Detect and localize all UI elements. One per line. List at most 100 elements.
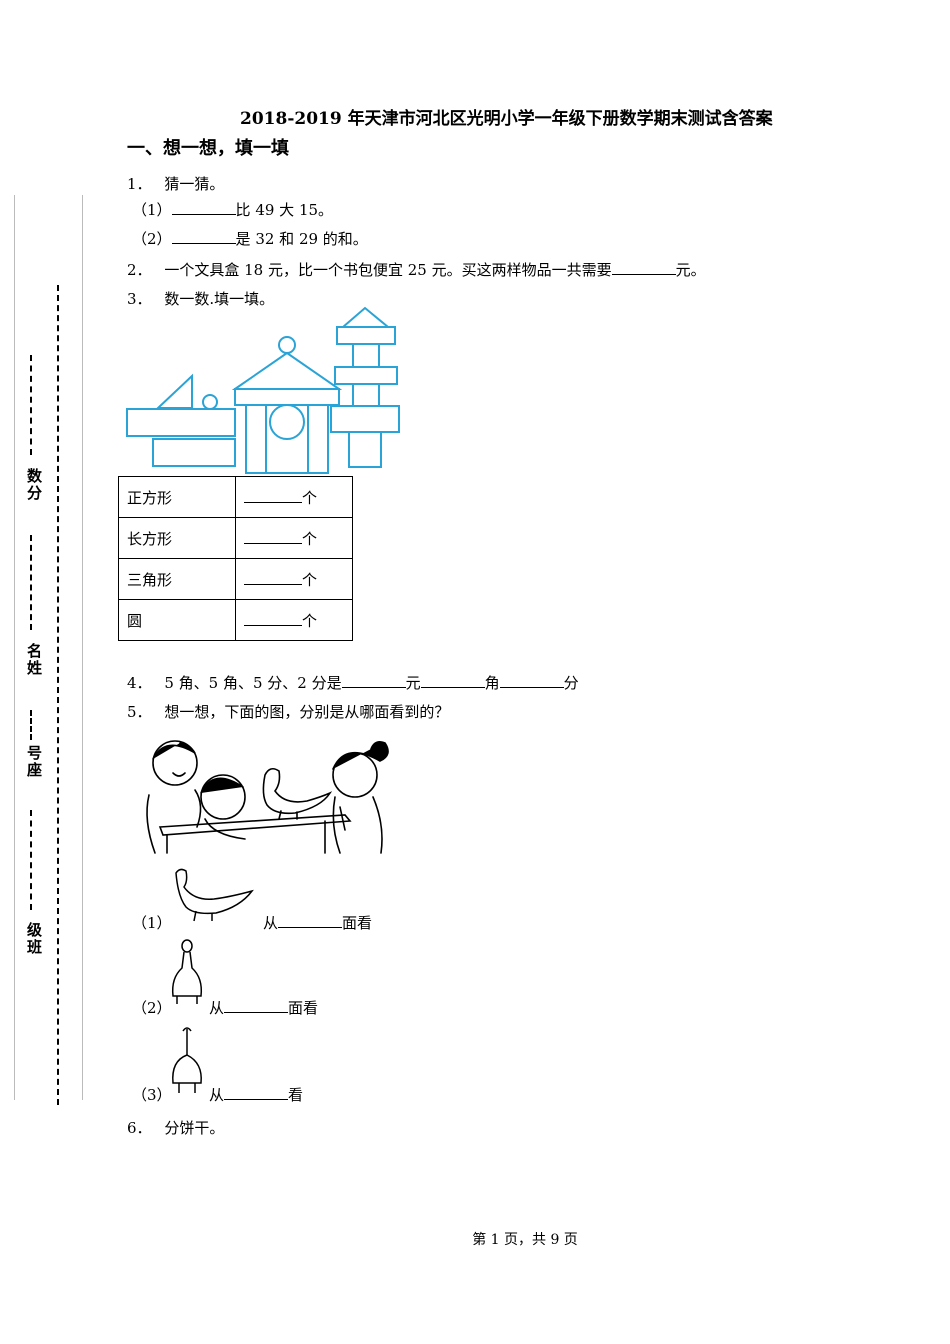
q5-number: 5． — [127, 703, 152, 721]
unit-label: 个 — [302, 529, 318, 548]
block-figure — [126, 306, 400, 474]
q1-sub2-label: （2） — [132, 230, 172, 248]
count-cell[interactable]: 个 — [235, 558, 353, 600]
binding-line — [82, 195, 83, 1100]
binding-dash — [30, 535, 32, 630]
girl-hair — [332, 741, 389, 770]
q3-number: 3． — [127, 290, 152, 308]
tower-square — [352, 343, 380, 368]
answer-blank[interactable] — [171, 200, 236, 215]
name-label: 名姓 — [25, 643, 43, 677]
q1-text: 猜一猜。 — [164, 175, 225, 193]
boy-mid-body — [204, 818, 246, 840]
count-cell[interactable]: 个 — [235, 599, 353, 641]
boy-mid-head — [200, 774, 246, 820]
dinosaur-back-view — [172, 1027, 202, 1093]
boy-left-head — [152, 740, 198, 786]
house-left-pillar — [245, 404, 267, 474]
view1-label: （1） — [132, 914, 172, 932]
section-heading: 一、想一想，填一填 — [127, 138, 289, 159]
shape-name: 长方形 — [118, 517, 236, 559]
answer-blank[interactable] — [611, 260, 676, 275]
binding-dash — [30, 355, 32, 455]
shape-name: 圆 — [118, 599, 236, 641]
page-footer: 第 1 页，共 9 页 — [472, 1232, 578, 1248]
binding-dash — [30, 710, 32, 740]
unit-label: 个 — [302, 570, 318, 589]
answer-blank[interactable] — [224, 1085, 289, 1100]
boy-left-body — [146, 789, 202, 854]
children-dinosaur-illustration — [146, 740, 389, 854]
boy-left-hair — [152, 742, 196, 760]
girl-arm — [339, 806, 346, 831]
tower-top-rect — [336, 326, 396, 345]
q4-text: 5 角、5 角、5 分、2 分是 — [164, 674, 342, 692]
q5-view2-answer: 从 面看 — [209, 997, 318, 1018]
answer-blank[interactable] — [244, 611, 302, 626]
q5-view3-answer: 从看 — [209, 1084, 303, 1105]
dinosaur-front-view — [171, 939, 203, 1004]
left-bottom-rect — [152, 438, 236, 467]
q2-unit: 元。 — [675, 261, 706, 279]
unit-fen: 分 — [563, 674, 579, 692]
from-text: 从 — [209, 999, 225, 1017]
answer-blank[interactable] — [278, 913, 343, 928]
table-row: 长方形 个 — [118, 517, 353, 559]
view-suffix: 看 — [288, 1086, 304, 1104]
table-row: 圆 个 — [118, 599, 353, 641]
q1-sub1: （1）比 49 大 15。 — [132, 199, 333, 220]
q5-view3: （3） — [132, 1084, 172, 1105]
tower-base — [348, 431, 382, 468]
view-suffix: 面看 — [342, 914, 373, 932]
unit-label: 个 — [302, 488, 318, 507]
small-circle — [202, 394, 218, 410]
q1-sub1-label: （1） — [132, 201, 172, 219]
from-text: 从 — [263, 914, 279, 932]
binding-dash — [30, 810, 32, 910]
answer-blank[interactable] — [499, 673, 564, 688]
q2-text: 一个文具盒 18 元，比一个书包便宜 25 元。买这两样物品一共需要 — [164, 261, 612, 279]
tower-triangle — [340, 306, 391, 328]
answer-blank[interactable] — [244, 529, 302, 544]
answer-blank[interactable] — [244, 570, 302, 585]
table-row: 正方形 个 — [118, 476, 353, 518]
left-long-rect — [126, 408, 236, 437]
roof-circle — [278, 336, 296, 354]
count-cell[interactable]: 个 — [235, 517, 353, 559]
q5-view1-answer: 从 面看 — [263, 912, 372, 933]
count-cell[interactable]: 个 — [235, 476, 353, 518]
q2-stem: 2． 一个文具盒 18 元，比一个书包便宜 25 元。买这两样物品一共需要 元。 — [127, 259, 706, 280]
q5-text: 想一想，下面的图，分别是从哪面看到的？ — [164, 703, 450, 721]
answer-blank[interactable] — [171, 229, 236, 244]
shape-name: 三角形 — [118, 558, 236, 600]
roof-rect — [234, 388, 340, 406]
house-circle — [269, 404, 305, 440]
view-suffix: 面看 — [288, 999, 319, 1017]
girl-body — [332, 796, 383, 854]
binding-dash — [57, 285, 59, 1105]
binding-line — [14, 195, 15, 1100]
answer-blank[interactable] — [420, 673, 485, 688]
count-table: 正方形 个 长方形 个 三角形 个 圆 个 — [118, 476, 353, 641]
q2-number: 2． — [127, 261, 152, 279]
q1-sub2: （2）是 32 和 29 的和。 — [132, 228, 368, 249]
left-triangle — [155, 373, 193, 409]
q1-number: 1． — [127, 175, 152, 193]
answer-blank[interactable] — [224, 998, 289, 1013]
boy-left-mouth — [172, 772, 186, 777]
q1-stem: 1． 猜一猜。 — [127, 173, 224, 194]
q6-stem: 6． 分饼干。 — [127, 1117, 224, 1138]
tower-square-2 — [352, 383, 380, 407]
boy-mid-hair — [200, 777, 244, 794]
unit-jiao: 角 — [484, 674, 500, 692]
q5-stem: 5． 想一想，下面的图，分别是从哪面看到的？ — [127, 701, 449, 722]
tower-wide-rect — [330, 405, 400, 433]
view3-label: （3） — [132, 1086, 172, 1104]
tower-mid-rect — [334, 366, 398, 385]
from-text: 从 — [209, 1086, 225, 1104]
answer-blank[interactable] — [244, 488, 302, 503]
dino-leg — [278, 810, 282, 820]
unit-label: 个 — [302, 611, 318, 630]
answer-blank[interactable] — [341, 673, 406, 688]
page-title: 2018-2019 年天津市河北区光明小学一年级下册数学期末测试含答案 — [240, 109, 773, 129]
